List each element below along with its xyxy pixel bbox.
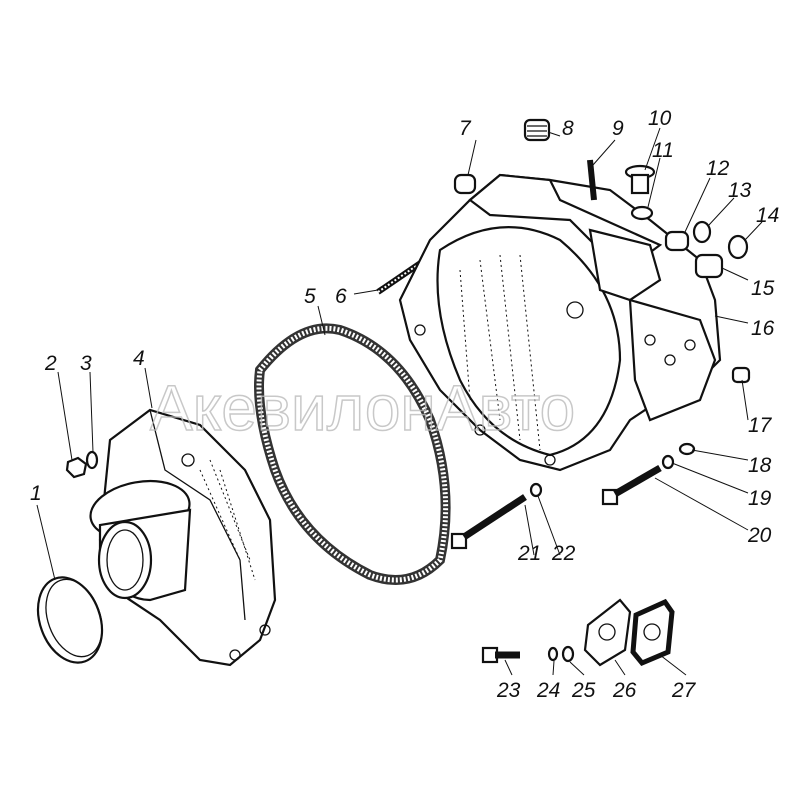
label-23: 23 bbox=[496, 679, 521, 702]
part-15-bushing bbox=[694, 253, 724, 279]
part-6-stud bbox=[376, 259, 424, 295]
label-24: 24 bbox=[536, 679, 560, 702]
label-27: 27 bbox=[671, 679, 697, 702]
part-5-gasket bbox=[254, 323, 451, 585]
label-10: 10 bbox=[648, 107, 672, 130]
part-19-lockwasher bbox=[661, 454, 675, 470]
part-22-lockwasher bbox=[529, 482, 543, 498]
part-14-ring bbox=[727, 234, 749, 260]
label-15: 15 bbox=[751, 277, 775, 300]
label-14: 14 bbox=[756, 204, 779, 227]
label-18: 18 bbox=[748, 454, 772, 477]
label-26: 26 bbox=[612, 679, 637, 702]
part-2-nut bbox=[65, 456, 88, 479]
part-12-bushing bbox=[664, 230, 690, 252]
label-9: 9 bbox=[612, 117, 624, 140]
part-3-washer bbox=[85, 450, 99, 470]
part-21-bolt bbox=[450, 494, 527, 550]
part-8-plug bbox=[523, 118, 551, 142]
label-22: 22 bbox=[551, 542, 576, 565]
label-16: 16 bbox=[751, 317, 775, 340]
label-2: 2 bbox=[44, 352, 57, 375]
part-26-cover bbox=[583, 598, 632, 667]
part-23-bolt bbox=[481, 646, 520, 664]
part-9-stud bbox=[587, 159, 597, 201]
label-8: 8 bbox=[562, 117, 574, 140]
part-1-cap bbox=[36, 576, 104, 664]
part-16-clutch-housing bbox=[398, 173, 722, 472]
label-7: 7 bbox=[459, 117, 472, 140]
part-24-lockwasher bbox=[547, 646, 559, 662]
label-17: 17 bbox=[748, 414, 773, 437]
watermark-text: АкевилонАвто bbox=[150, 372, 575, 444]
label-20: 20 bbox=[747, 524, 772, 547]
part-20-bolt bbox=[601, 464, 662, 506]
part-13-ring bbox=[692, 220, 712, 244]
label-6: 6 bbox=[335, 285, 347, 308]
part-17-plug bbox=[731, 366, 751, 384]
part-10-breather bbox=[624, 164, 656, 195]
part-25-washer bbox=[561, 645, 575, 663]
label-19: 19 bbox=[748, 487, 772, 510]
part-27-gasket bbox=[630, 598, 675, 667]
label-1: 1 bbox=[30, 482, 42, 505]
part-11-washer bbox=[630, 205, 654, 221]
label-11: 11 bbox=[652, 139, 674, 162]
label-13: 13 bbox=[728, 179, 752, 202]
label-12: 12 bbox=[706, 157, 730, 180]
label-21: 21 bbox=[517, 542, 541, 565]
label-4: 4 bbox=[133, 347, 145, 370]
part-7-plug bbox=[453, 173, 477, 195]
part-18-washer bbox=[678, 442, 696, 456]
label-5: 5 bbox=[304, 285, 316, 308]
label-25: 25 bbox=[571, 679, 596, 702]
leader-lines bbox=[36, 127, 763, 676]
part-labels: 1 2 3 4 5 6 7 8 9 10 11 12 13 14 15 16 1… bbox=[30, 107, 779, 702]
label-3: 3 bbox=[80, 352, 92, 375]
part-4-front-cover bbox=[89, 408, 277, 667]
